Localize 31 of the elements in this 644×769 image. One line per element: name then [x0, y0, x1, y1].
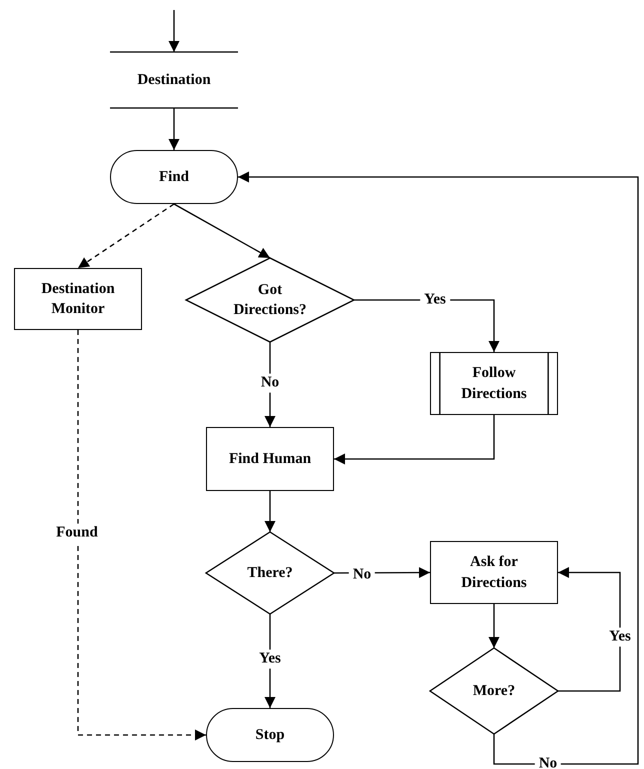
arrow [558, 567, 621, 692]
node-text: Find Human [228, 450, 312, 469]
predefined-process-box [430, 352, 558, 415]
arrow [77, 330, 206, 740]
arrow [488, 604, 500, 648]
process-box [206, 427, 334, 491]
node-text: Ask for Directions [460, 553, 528, 592]
arrow [174, 203, 270, 259]
node-text: More? [472, 682, 516, 701]
arrow [238, 172, 639, 765]
decision-diamond [206, 532, 334, 614]
arrow [264, 491, 276, 532]
terminal-shape [110, 150, 238, 204]
arrow [168, 10, 180, 52]
node-text: Find [158, 168, 189, 187]
node-text: Destination [137, 70, 211, 90]
arrow [334, 415, 495, 464]
process-box [430, 541, 558, 604]
process-box [14, 268, 142, 330]
node-text: There? [247, 564, 293, 583]
decision-diamond [430, 648, 558, 734]
node-text: Got Directions? [232, 280, 308, 320]
edge-label: No [534, 754, 562, 769]
terminal-shape [206, 708, 334, 762]
node-text: Destination Monitor [40, 280, 116, 319]
arrow [168, 108, 180, 150]
arrow [78, 203, 174, 269]
node-text: Follow Directions [460, 364, 528, 404]
decision-diamond [186, 258, 354, 342]
node-text: Stop [255, 726, 285, 745]
data-store-symbol [110, 52, 238, 108]
